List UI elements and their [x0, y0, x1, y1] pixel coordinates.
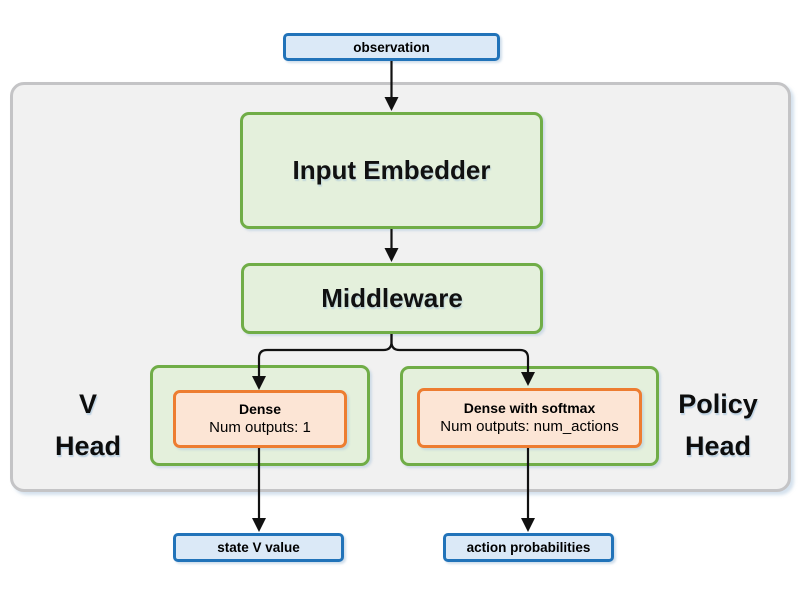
node-observation: observation — [283, 33, 500, 61]
node-observation-label: observation — [353, 39, 430, 55]
node-dense-with-softmax-subtitle: Num outputs: num_actions — [440, 418, 619, 436]
v-head-label: V Head — [33, 383, 143, 467]
node-dense-with-softmax: Dense with softmax Num outputs: num_acti… — [417, 388, 642, 448]
policy-head-label: Policy Head — [657, 383, 779, 467]
node-action-probabilities-label: action probabilities — [466, 540, 591, 555]
node-state-v-value-label: state V value — [217, 540, 300, 555]
v-head-label-line1: V — [78, 389, 97, 419]
node-input-embedder-label: Input Embedder — [292, 155, 491, 185]
node-input-embedder: Input Embedder — [240, 112, 543, 229]
v-head-label-line2: Head — [54, 431, 122, 461]
node-dense: Dense Num outputs: 1 — [173, 390, 347, 448]
policy-head-label-line1: Policy — [678, 389, 758, 419]
node-middleware-label: Middleware — [321, 283, 463, 313]
node-action-probabilities: action probabilities — [443, 533, 614, 562]
node-middleware: Middleware — [241, 263, 543, 334]
node-dense-subtitle: Num outputs: 1 — [209, 419, 311, 437]
node-dense-title: Dense — [238, 401, 282, 418]
node-dense-with-softmax-title: Dense with softmax — [463, 400, 596, 417]
node-state-v-value: state V value — [173, 533, 344, 562]
policy-head-label-line2: Head — [684, 431, 752, 461]
